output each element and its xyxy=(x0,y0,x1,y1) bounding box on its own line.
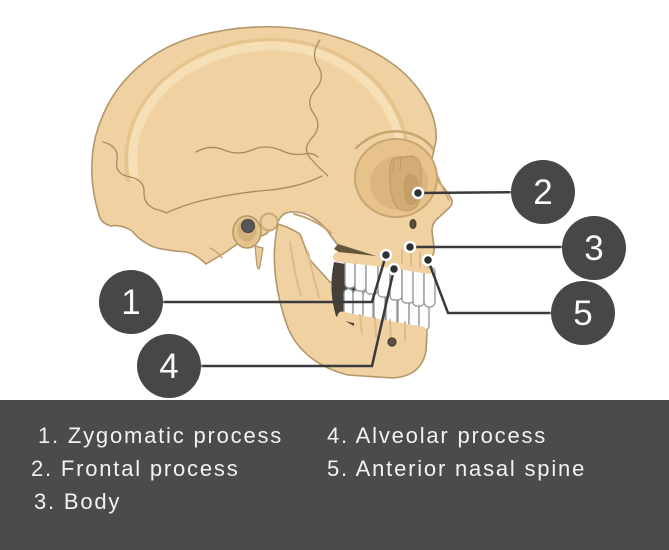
marker-4[interactable]: 4 xyxy=(137,334,201,398)
legend-item-1: 1. Zygomatic process xyxy=(31,419,327,452)
legend-item-1-label: Zygomatic process xyxy=(67,423,284,448)
mandibular-condyle xyxy=(259,212,279,232)
anatomy-pin-1[interactable] xyxy=(379,248,393,262)
legend-item-4-num: 4. xyxy=(327,423,349,448)
brow-ridge-crease xyxy=(354,130,435,151)
legend-panel: 1. Zygomatic process 2. Frontal process … xyxy=(0,400,669,550)
styloid-process xyxy=(254,245,264,270)
marker-1[interactable]: 1 xyxy=(99,270,163,334)
squamosal-suture xyxy=(165,175,323,214)
marker-2-number: 2 xyxy=(533,172,553,212)
callout-line-5 xyxy=(426,259,583,315)
marker-5-number: 5 xyxy=(573,293,593,333)
legend-item-5: 5. Anterior nasal spine xyxy=(327,452,669,485)
marker-2[interactable]: 2 xyxy=(511,160,575,224)
anatomy-pin-3[interactable] xyxy=(403,240,417,254)
anatomy-pin-2[interactable] xyxy=(411,186,425,200)
legend-item-3: 3. Body xyxy=(31,485,327,518)
marker-3-number: 3 xyxy=(584,228,604,268)
mental-foramen xyxy=(387,337,397,347)
lambdoid-suture xyxy=(102,141,167,214)
legend-item-2-label: Frontal process xyxy=(60,456,240,481)
anatomy-pin-4[interactable] xyxy=(387,262,401,276)
legend-item-5-label: Anterior nasal spine xyxy=(355,456,587,481)
legend-column-1: 1. Zygomatic process 2. Frontal process … xyxy=(0,419,327,550)
marker-4-number: 4 xyxy=(159,346,179,386)
marker-5[interactable]: 5 xyxy=(551,281,615,345)
ear-canal-hole xyxy=(241,219,255,233)
lower-root-ridges xyxy=(359,314,406,341)
mastoid-groove xyxy=(209,247,223,259)
marker-1-number: 1 xyxy=(121,282,141,322)
coronal-suture xyxy=(305,39,329,177)
ramus-shading xyxy=(289,241,320,298)
legend-item-2: 2. Frontal process xyxy=(31,452,327,485)
lower-gum xyxy=(337,311,427,336)
anatomy-pin-5[interactable] xyxy=(421,253,435,267)
legend-column-2: 4. Alveolar process 5. Anterior nasal sp… xyxy=(327,419,669,550)
callout-line-4 xyxy=(169,268,396,368)
legend-item-1-num: 1. xyxy=(38,423,60,448)
legend-item-4-label: Alveolar process xyxy=(355,423,548,448)
infraorbital-foramen xyxy=(409,219,417,229)
legend-item-3-label: Body xyxy=(63,489,122,514)
orbit-detail-line xyxy=(392,157,402,173)
anatomy-pins xyxy=(379,186,435,276)
legend-item-5-num: 5. xyxy=(327,456,349,481)
legend-item-4: 4. Alveolar process xyxy=(327,419,669,452)
legend-item-3-num: 3. xyxy=(34,489,56,514)
parietal-suture xyxy=(195,146,319,158)
marker-3[interactable]: 3 xyxy=(562,216,626,280)
nasal-crease xyxy=(434,167,450,201)
upper-root-ridges xyxy=(401,249,429,269)
zygomatic-arch-crease xyxy=(293,213,332,234)
legend-item-2-num: 2. xyxy=(31,456,53,481)
callout-line-1 xyxy=(131,254,388,304)
